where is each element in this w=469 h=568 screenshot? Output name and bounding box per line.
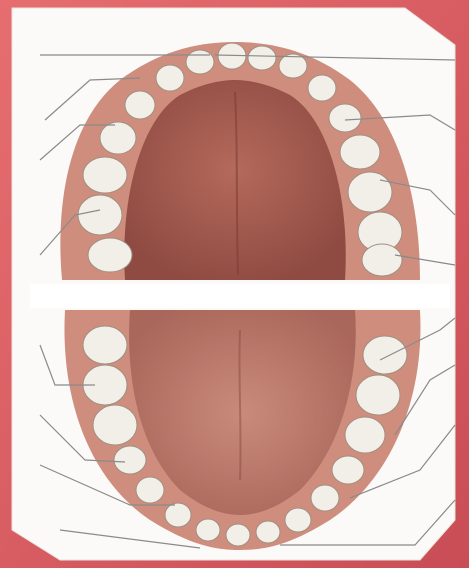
upper-tooth xyxy=(100,122,136,154)
upper-tooth xyxy=(279,54,307,78)
upper-tooth xyxy=(340,135,380,169)
lower-tooth xyxy=(196,519,220,541)
lower-tooth xyxy=(311,485,339,511)
upper-tooth xyxy=(329,104,361,132)
upper-tooth xyxy=(78,195,122,235)
lower-tooth xyxy=(256,521,280,543)
lower-tooth xyxy=(226,524,250,546)
lower-tooth xyxy=(285,508,311,532)
lower-tooth xyxy=(345,417,385,453)
upper-tooth xyxy=(83,157,127,193)
upper-tooth xyxy=(348,172,392,212)
upper-tooth xyxy=(362,244,402,276)
upper-tooth xyxy=(186,50,214,74)
lower-tooth xyxy=(332,456,364,484)
lower-tooth xyxy=(356,375,400,415)
upper-tooth xyxy=(156,65,184,91)
upper-tooth xyxy=(125,91,155,119)
arch-separator xyxy=(30,284,450,308)
upper-tooth xyxy=(88,238,132,272)
lower-tooth xyxy=(136,477,164,503)
lower-tooth xyxy=(83,326,127,364)
lower-tooth xyxy=(93,405,137,445)
lower-tooth xyxy=(114,446,146,474)
upper-tooth xyxy=(308,75,336,101)
lower-tooth xyxy=(363,336,407,374)
upper-tooth xyxy=(248,46,276,70)
tongue-median-groove xyxy=(239,330,240,480)
lower-tooth xyxy=(165,503,191,527)
